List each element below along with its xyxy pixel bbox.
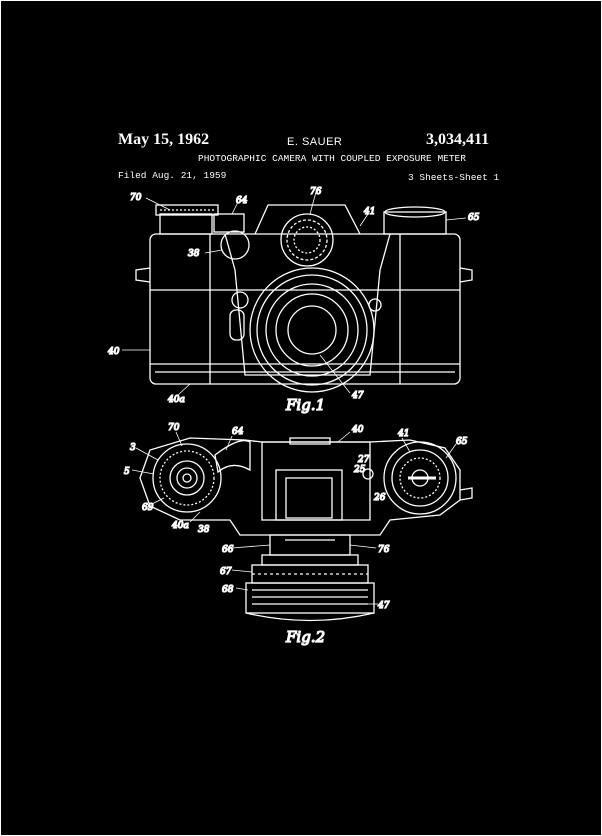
ref-47-fig1: 47 [351, 391, 364, 401]
top-plate [139, 437, 461, 536]
patent-date: May 15, 1962 [118, 131, 210, 148]
ref-47-fig2: 47 [377, 601, 390, 611]
fig1-camera-front [135, 204, 473, 393]
ref-25-fig2: 25 [353, 465, 366, 475]
rewind-knob [159, 213, 213, 235]
lever-64-top [214, 439, 251, 474]
fig2-camera-top [139, 437, 473, 622]
ref-76-fig1: 76 [310, 187, 322, 197]
shutter-dial-65 [383, 211, 447, 235]
ref-5-fig2: 5 [124, 467, 130, 477]
focus-ring [245, 582, 375, 614]
ref-76-fig2: 76 [378, 545, 390, 555]
knob-38 [220, 230, 250, 260]
lever-64 [213, 213, 245, 233]
shutter-dial-top [383, 441, 457, 515]
ref-38-fig1: 38 [188, 249, 200, 259]
selftimer-knob [231, 291, 249, 309]
accessory-shoe [285, 477, 333, 519]
patent-title: PHOTOGRAPHIC CAMERA WITH COUPLED EXPOSUR… [198, 153, 466, 164]
inventor-name: E. SAUER [287, 136, 343, 148]
meter-coupling-76 [269, 534, 351, 556]
strap-lug-right [459, 267, 473, 283]
ref-40-fig2: 40 [351, 425, 364, 435]
ref-41-fig1: 41 [363, 207, 375, 217]
front-plate [224, 233, 391, 376]
fig1-caption: Fig.1 [285, 396, 325, 414]
ref-65-fig2: 65 [456, 437, 468, 447]
ref-40-fig1: 40 [107, 347, 120, 357]
prism-top [261, 441, 371, 521]
ref-27-fig2: 27 [357, 455, 370, 465]
lens-outer [249, 267, 375, 393]
ref-70-fig1: 70 [130, 193, 142, 203]
ref-26-fig2: 26 [373, 493, 386, 503]
strap-lug-left [135, 267, 151, 283]
ref-38-fig2: 38 [198, 525, 210, 535]
ref-40a-fig1: 40a [167, 395, 185, 405]
lens-front [245, 612, 375, 622]
ref-64-fig2: 64 [232, 427, 244, 437]
prism-housing [254, 204, 361, 235]
ref-70-fig2: 70 [168, 423, 180, 433]
patent-number: 3,034,411 [426, 131, 490, 148]
ref-41-fig2: 41 [397, 429, 409, 439]
filed-date: Filed Aug. 21, 1959 [118, 170, 227, 181]
ref-66-fig2: 66 [222, 545, 234, 555]
meter-window-76 [280, 213, 334, 267]
ref-64-fig1: 64 [236, 196, 248, 206]
rewind-dial-top [152, 443, 222, 513]
ref-40a-fig2: 40a [171, 521, 189, 531]
sheet-count: 3 Sheets-Sheet 1 [408, 172, 500, 183]
ref-3-fig2: 3 [130, 443, 136, 453]
ref-65-fig1: 65 [468, 213, 480, 223]
ref-68-fig2: 68 [222, 585, 234, 595]
ref-69-fig2: 69 [142, 503, 154, 513]
fig2-caption: Fig.2 [285, 628, 325, 646]
ref-67-fig2: 67 [220, 567, 232, 577]
dial-70 [155, 204, 219, 216]
